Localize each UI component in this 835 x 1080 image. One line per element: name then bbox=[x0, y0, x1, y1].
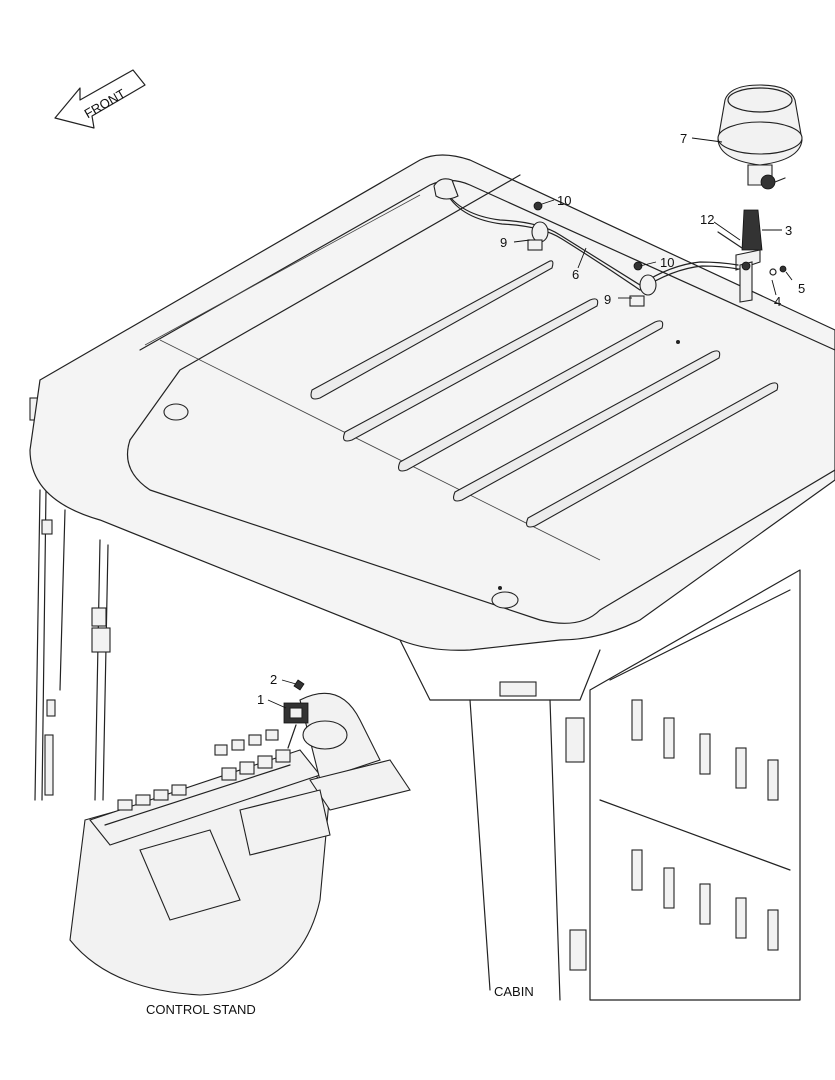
mounting-bracket-icon bbox=[717, 209, 787, 303]
callout-6: 6 bbox=[572, 267, 579, 282]
wire-harness-icon bbox=[433, 178, 739, 307]
cabin-interior bbox=[399, 569, 801, 1001]
callout-2: 2 bbox=[270, 672, 277, 687]
control-stand bbox=[69, 692, 411, 996]
leader-lines bbox=[267, 137, 793, 709]
callout-9b: 9 bbox=[604, 292, 611, 307]
callout-5: 5 bbox=[798, 281, 805, 296]
callout-3: 3 bbox=[785, 223, 792, 238]
control-stand-caption: CONTROL STAND bbox=[146, 1002, 256, 1017]
callouts: 7 10 9 12 3 6 10 5 4 9 2 1 bbox=[257, 131, 805, 707]
callout-9: 9 bbox=[500, 235, 507, 250]
callout-1: 1 bbox=[257, 692, 264, 707]
callout-10b: 10 bbox=[660, 255, 674, 270]
rocker-switch-icon bbox=[283, 679, 309, 749]
callout-10: 10 bbox=[557, 193, 571, 208]
cabin-roof bbox=[29, 154, 835, 651]
cabin-caption: CABIN bbox=[494, 984, 534, 999]
switch-panel bbox=[117, 729, 291, 811]
front-label: FRONT bbox=[82, 86, 128, 121]
callout-7: 7 bbox=[680, 131, 687, 146]
front-arrow-icon: FRONT bbox=[54, 69, 146, 129]
beacon-lamp-icon bbox=[717, 84, 803, 190]
callout-4: 4 bbox=[774, 294, 781, 309]
callout-12: 12 bbox=[700, 212, 714, 227]
cabin-frame bbox=[29, 397, 111, 801]
